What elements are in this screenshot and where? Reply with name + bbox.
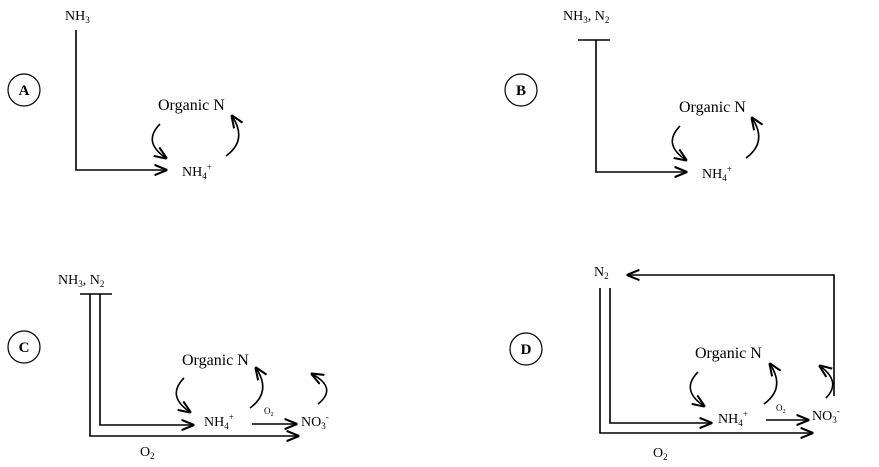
panel-a-letter: A bbox=[19, 83, 30, 99]
panel-d: D N2 Organic N NH4+ O2 NO3- O2 bbox=[509, 265, 840, 462]
panel-a-mineralization-arrow bbox=[151, 123, 166, 158]
panel-c-mineralization-arrow bbox=[175, 377, 190, 412]
panel-c-nitrate-assimilation-arrow bbox=[312, 374, 328, 405]
panel-d-uptake-arrow bbox=[609, 288, 711, 423]
panel-b-mineralization-arrow bbox=[671, 125, 686, 160]
panel-c-source-label: NH3, N2 bbox=[58, 273, 104, 289]
panel-c-bottom-o2-label: O2 bbox=[140, 445, 155, 461]
panel-c: C NH3, N2 Organic N NH4+ O2 NO3- O2 bbox=[7, 273, 329, 461]
panel-c-nitrate-label: NO3- bbox=[301, 412, 329, 431]
panel-d-nitrate-label: NO3- bbox=[812, 406, 840, 425]
panel-d-denitrification-arrow bbox=[628, 275, 835, 396]
panel-d-bottom-o2-label: O2 bbox=[653, 446, 668, 462]
panel-b-organic-label: Organic N bbox=[679, 99, 746, 116]
panel-b: B NH3, N2 Organic N NH4+ bbox=[504, 9, 759, 183]
panel-a-assimilation-arrow bbox=[225, 116, 239, 157]
panel-c-assimilation-arrow bbox=[249, 368, 263, 409]
panel-b-source-label: NH3, N2 bbox=[563, 9, 609, 25]
panel-c-letter: C bbox=[19, 340, 30, 356]
panel-d-ammonium-label: NH4+ bbox=[718, 409, 748, 428]
panel-d-source-label: N2 bbox=[594, 265, 609, 281]
panel-b-badge bbox=[504, 73, 538, 107]
panel-d-organic-label: Organic N bbox=[695, 345, 762, 362]
panel-c-organic-label: Organic N bbox=[182, 352, 249, 369]
panel-c-oxidation-arrow bbox=[89, 294, 298, 436]
panel-a-badge bbox=[7, 73, 41, 107]
panel-a-ammonium-label: NH4+ bbox=[182, 162, 212, 181]
panel-b-letter: B bbox=[516, 83, 526, 99]
panel-b-assimilation-arrow bbox=[745, 118, 759, 159]
panel-b-uptake-arrow bbox=[595, 40, 686, 172]
panel-d-mineralization-arrow bbox=[689, 371, 704, 406]
panel-c-uptake-arrow bbox=[99, 294, 193, 425]
panel-c-nitrification-o2-label: O2 bbox=[264, 406, 274, 418]
panel-d-nitrate-assimilation-arrow bbox=[820, 366, 834, 399]
panel-d-oxidation-arrow bbox=[599, 288, 812, 433]
panel-d-nitrification-o2-label: O2 bbox=[776, 403, 786, 415]
panel-a-uptake-arrow bbox=[75, 30, 166, 170]
panel-d-badge bbox=[509, 332, 543, 366]
panel-a: A NH3 Organic N NH4+ bbox=[7, 9, 239, 181]
panel-a-organic-label: Organic N bbox=[158, 97, 225, 114]
panel-c-ammonium-label: NH4+ bbox=[204, 412, 234, 431]
panel-c-badge bbox=[7, 330, 41, 364]
panel-b-ammonium-label: NH4+ bbox=[702, 164, 732, 183]
panel-a-source-label: NH3 bbox=[65, 9, 90, 25]
panel-d-letter: D bbox=[521, 342, 532, 358]
panel-d-assimilation-arrow bbox=[763, 364, 777, 405]
